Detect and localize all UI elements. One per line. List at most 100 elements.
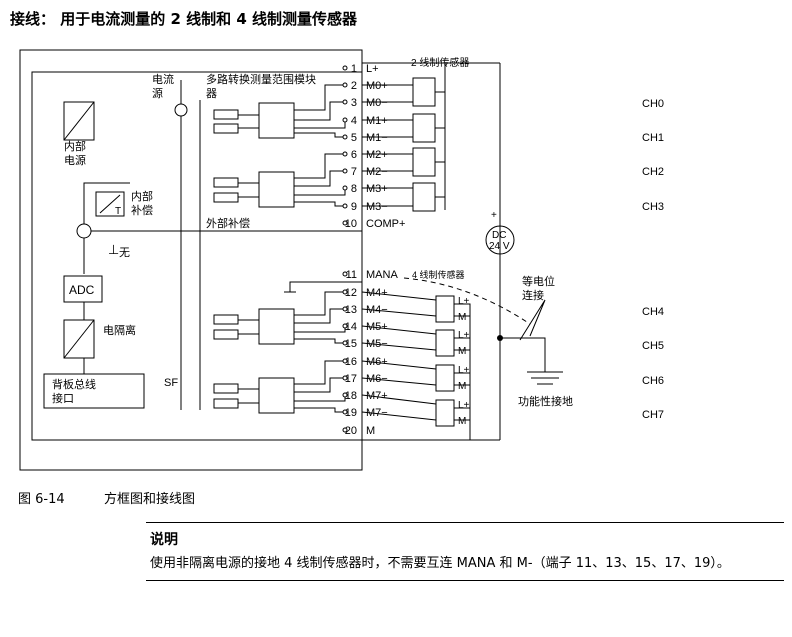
four-wire-sensor-ch4 <box>435 295 455 323</box>
ground-mark: ⊥ <box>108 242 119 257</box>
terminal-number: 15 <box>345 338 357 350</box>
terminal-number: 20 <box>345 425 357 437</box>
terminal-name: M3+ <box>366 183 388 195</box>
dc-label: DC <box>492 230 506 241</box>
channel-label-ch2: CH2 <box>642 166 664 178</box>
sensor-pin-lplus: L+ <box>458 400 470 411</box>
channel-label-ch0: CH0 <box>642 98 664 110</box>
module-outline <box>19 49 363 471</box>
terminal-number: 16 <box>345 356 357 368</box>
four-wire-sensor-ch5 <box>435 329 455 357</box>
note-heading: 说明 <box>150 532 178 548</box>
backplane-label: 背板总线 <box>52 377 96 391</box>
terminal-number: 1 <box>351 63 357 75</box>
isolation-label: 电隔离 <box>103 323 136 337</box>
terminal-number: 2 <box>351 80 357 92</box>
two-wire-label: 2 线制传感器 <box>411 56 469 69</box>
channel-label-ch3: CH3 <box>642 201 664 213</box>
terminal-number: 13 <box>345 304 357 316</box>
terminal-number: 17 <box>345 373 357 385</box>
pin-labels: L+ M L+ M L+ M L+ M <box>458 296 470 427</box>
dc-supply-symbol <box>485 225 515 255</box>
channel-label-ch5: CH5 <box>642 340 664 352</box>
multiplexer-block-3 <box>258 308 295 345</box>
terminal-name: L+ <box>366 63 379 75</box>
four-wire-sensor-ch6 <box>435 364 455 392</box>
terminal-name: M2− <box>366 166 388 178</box>
backplane-label: 接口 <box>52 392 74 405</box>
terminal-number: 8 <box>351 183 357 195</box>
note-body: 使用非隔离电源的接地 4 线制传感器时，不需要互连 MANA 和 M-（端子 1… <box>150 556 730 571</box>
adc-box <box>63 275 103 303</box>
note-box: 说明 使用非隔离电源的接地 4 线制传感器时，不需要互连 MANA 和 M-（端… <box>146 522 784 581</box>
internal-power-label: 内部 <box>64 139 86 153</box>
internal-comp-box <box>95 191 125 217</box>
summing-junction-icon <box>76 223 92 239</box>
dc-label: 24 V <box>489 241 510 252</box>
channel-label-ch4: CH4 <box>642 306 664 318</box>
terminal-name: M4− <box>366 304 388 316</box>
dc-plus: + <box>491 210 497 221</box>
multiplexer-block-4 <box>258 377 295 414</box>
four-wire-sensor-ch7 <box>435 399 455 427</box>
sensor-pin-m: M <box>458 416 466 427</box>
terminal-number: 3 <box>351 97 357 109</box>
temp-mark: T <box>115 206 121 217</box>
internal-power-label: 电源 <box>64 153 86 167</box>
isolation-box <box>63 319 95 359</box>
sensor-pin-lplus: L+ <box>458 330 470 341</box>
terminal-name: M5+ <box>366 321 388 333</box>
terminal-name: COMP+ <box>366 218 405 230</box>
two-wire-sensor-ch3 <box>412 182 436 212</box>
terminal-number: 9 <box>351 201 357 213</box>
terminal-number: 19 <box>345 407 357 419</box>
channel-label-ch7: CH7 <box>642 409 664 421</box>
backplane-box <box>43 373 145 409</box>
two-wire-sensor-ch0 <box>412 77 436 107</box>
current-source-label: 电流 <box>152 72 174 86</box>
terminal-name: M0− <box>366 97 388 109</box>
figure-number: 图 6-14 <box>18 492 65 507</box>
multiplexer-block-2 <box>258 171 295 208</box>
none-label: 无 <box>119 247 130 259</box>
equipotential-label: 等电位 <box>522 274 555 288</box>
multiplexer-label: 器 <box>206 87 217 100</box>
internal-power-box <box>63 101 95 141</box>
sensor-pin-m: M <box>458 346 466 357</box>
terminal-name: MANA <box>366 269 398 281</box>
channel-label-ch1: CH1 <box>642 132 664 144</box>
terminal-number: 5 <box>351 132 357 144</box>
terminal-number: 4 <box>351 115 357 127</box>
equipotential-label: 连接 <box>522 289 544 302</box>
terminal-number: 18 <box>345 390 357 402</box>
terminal-name: M0+ <box>366 80 388 92</box>
terminal-number: 14 <box>345 321 357 333</box>
two-wire-sensor-ch2 <box>412 147 436 177</box>
terminal-number: 7 <box>351 166 357 178</box>
page-title: 接线： 用于电流测量的 2 线制和 4 线制测量传感器 <box>10 10 357 28</box>
terminal-number: 12 <box>345 287 357 299</box>
external-comp-label: 外部补偿 <box>206 216 250 230</box>
internal-comp-label: 补偿 <box>131 203 153 217</box>
terminal-name: M7+ <box>366 390 388 402</box>
sensor-pin-m: M <box>458 312 466 323</box>
terminal-name: M7− <box>366 407 388 419</box>
sensor-pin-lplus: L+ <box>458 365 470 376</box>
current-source-icon <box>174 103 188 117</box>
terminal-name: M3− <box>366 201 388 213</box>
sensor-pin-lplus: L+ <box>458 296 470 307</box>
internal-comp-label: 内部 <box>131 189 153 203</box>
terminal-name: M1− <box>366 132 388 144</box>
channel-label-ch6: CH6 <box>642 375 664 387</box>
sensor-pin-m: M <box>458 381 466 392</box>
terminal-number: 11 <box>346 269 357 281</box>
terminal-name: M4+ <box>366 287 388 299</box>
two-wire-sensor-ch1 <box>412 113 436 143</box>
four-wire-label: 4 线制传感器 <box>412 269 465 280</box>
block-wiring-diagram: 内部 电源 电流 源 多路转换测量范围模块 器 内部 补偿 T 外部补偿 ⊥ 无… <box>19 49 664 471</box>
multiplexer-block-1 <box>258 102 295 139</box>
terminal-name: M1+ <box>366 115 388 127</box>
